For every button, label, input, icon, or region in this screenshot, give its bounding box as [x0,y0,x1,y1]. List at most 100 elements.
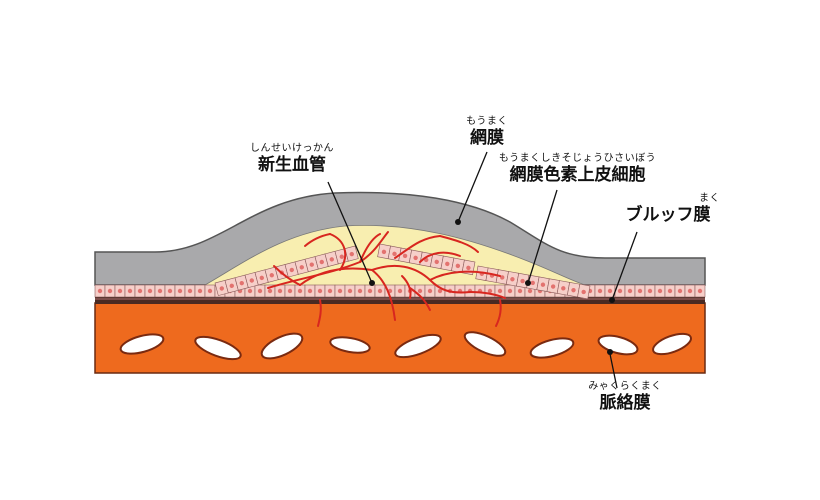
leader-choroid [609,353,618,389]
neovascular-vessel [304,233,331,247]
rpe-layer [94,284,706,298]
label-neovascular: しんせいけっかん 新生血管 [232,143,352,175]
rpe-nucleus [317,288,323,294]
neovascular-vessel [317,299,322,327]
rpe-nucleus [137,288,143,294]
rpe-nucleus [571,287,576,293]
choroid-vessel [529,337,575,359]
rpe-nucleus [207,288,213,294]
rpe-nucleus [107,288,113,294]
rpe-nucleus [500,275,505,280]
leader-dot-choroid [607,349,613,355]
rpe-nucleus [687,288,693,294]
rpe-nucleus [697,288,703,294]
rpe-nucleus [219,286,224,291]
rpe-nucleus [167,288,173,294]
rpe-nucleus [527,288,533,294]
rpe-nucleus [434,259,439,265]
neovascular-vessel [429,270,501,281]
rpe-nucleus [437,288,443,294]
rpe-nucleus [520,278,525,284]
rpe-nucleus [397,288,403,294]
rpe-nucleus [249,278,254,283]
choroid-vessels [119,331,692,361]
neovascular-vessels [267,231,506,327]
rpe-nucleus [177,288,183,294]
rpe-nucleus [637,288,643,294]
rpe-nucleus [357,288,363,294]
rpe-nucleus [507,288,513,294]
rpe-nucleus [259,275,264,281]
choroid-vessel [463,331,507,357]
neovascular-vessel [439,235,479,253]
rpe-nucleus [117,288,123,294]
rpe-nucleus [297,288,303,294]
rpe-nucleus [257,288,263,294]
text-bruch: ブルッフ膜 [625,205,711,225]
rpe-nucleus [377,288,383,294]
rpe-nucleus [319,259,324,265]
leader-dot-retina [455,219,461,225]
rpe-nucleus [299,265,304,270]
ruby-bruch: まく [699,193,720,204]
label-bruch: まく ブルッフ膜 [608,193,728,225]
leader-dot-neovascular [369,280,375,286]
rpe-nucleus [197,288,203,294]
rpe-nucleus [517,288,523,294]
rpe-nucleus [530,280,535,286]
leader-lines [327,151,638,389]
rpe-nucleus [597,288,603,294]
choroid-vessel [260,332,304,360]
rpe-nucleus [229,283,234,289]
rpe-nucleus [349,251,354,257]
rpe-nucleus [147,288,153,294]
rpe-nucleus [269,273,274,278]
rpe-nucleus [466,265,471,271]
choroid-vessel [119,333,165,355]
rpe-raised [214,243,591,300]
leader-dot-rpe [525,280,531,286]
rpe-nucleus [647,288,653,294]
neovascular-vessel [394,235,441,259]
rpe-nucleus [127,288,133,294]
rpe-nucleus [239,280,244,286]
rpe-nucleus [402,253,408,259]
rpe-nucleus [667,288,673,294]
neovascular-vessel [401,275,412,299]
rpe-nucleus [627,288,633,294]
rpe-nucleus [347,288,353,294]
neovascular-vessel [495,299,502,327]
ruby-retina: もうまく [466,116,508,127]
text-neovascular: 新生血管 [258,155,326,175]
rpe-nucleus [540,282,546,287]
rpe-nucleus [327,288,333,294]
neovascular-vessel [329,233,347,271]
rpe-nucleus [339,254,344,259]
rpe-nucleus [329,257,334,262]
rpe-nucleus [497,288,503,294]
rpe-nucleus [97,288,103,294]
rpe-nucleus [392,251,397,257]
rpe-nucleus [277,288,283,294]
rpe-nucleus [289,267,294,273]
rpe-nucleus [561,286,566,291]
rpe-nucleus [417,288,423,294]
neovascular-vessel [419,251,461,263]
leader-neovascular [327,181,373,284]
leader-rpe [527,189,558,284]
rpe-nucleus [187,288,193,294]
label-choroid: みゃくらくまく 脈絡膜 [570,381,680,413]
ruby-neovascular: しんせいけっかん [250,143,334,154]
rpe-nucleus [657,288,663,294]
neovascular-vessel [469,291,506,299]
leader-dot-bruch [609,297,615,303]
choroid-vessel [394,333,442,359]
text-retina: 網膜 [470,128,504,148]
rpe-nucleus [247,288,253,294]
rpe-nucleus [510,277,515,282]
rpe-nucleus [455,263,461,269]
ruby-rpe: もうまくしきそじょうひさいぼう [498,153,657,164]
rpe-nucleus [607,288,613,294]
